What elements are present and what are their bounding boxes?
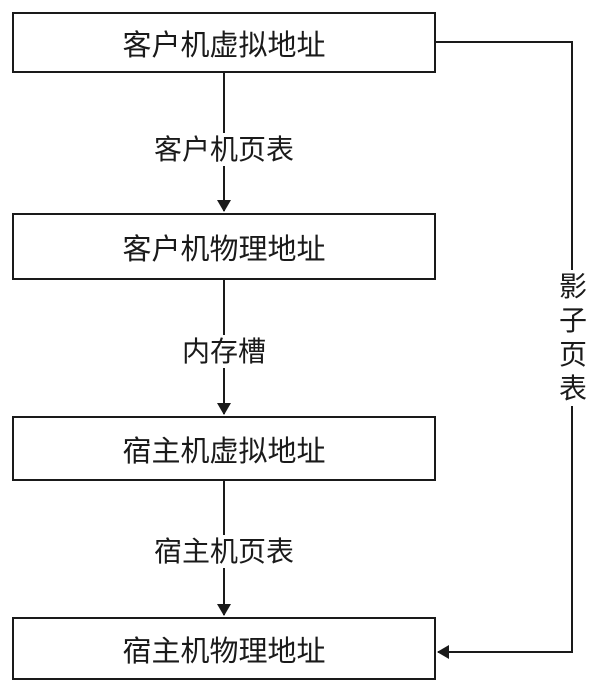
box-host-virtual-address: 宿主机虚拟地址 [12,416,436,481]
box-guest-physical-address: 客户机物理地址 [12,213,436,280]
edge-label-memory-slot: 内存槽 [0,330,448,370]
edge-label-text: 宿主机页表 [149,535,298,568]
edge-label-host-page-table: 宿主机页表 [0,530,448,570]
edge-label-text: 客户机页表 [149,133,298,166]
box-host-physical-address: 宿主机物理地址 [12,617,436,680]
edge-label-guest-page-table: 客户机页表 [0,128,448,168]
shadow-arrow [436,41,573,659]
edge-label-text: 内存槽 [177,335,270,368]
box-guest-virtual-address: 客户机虚拟地址 [12,12,436,73]
shadow-page-table-label: 影子页表 [556,270,590,406]
